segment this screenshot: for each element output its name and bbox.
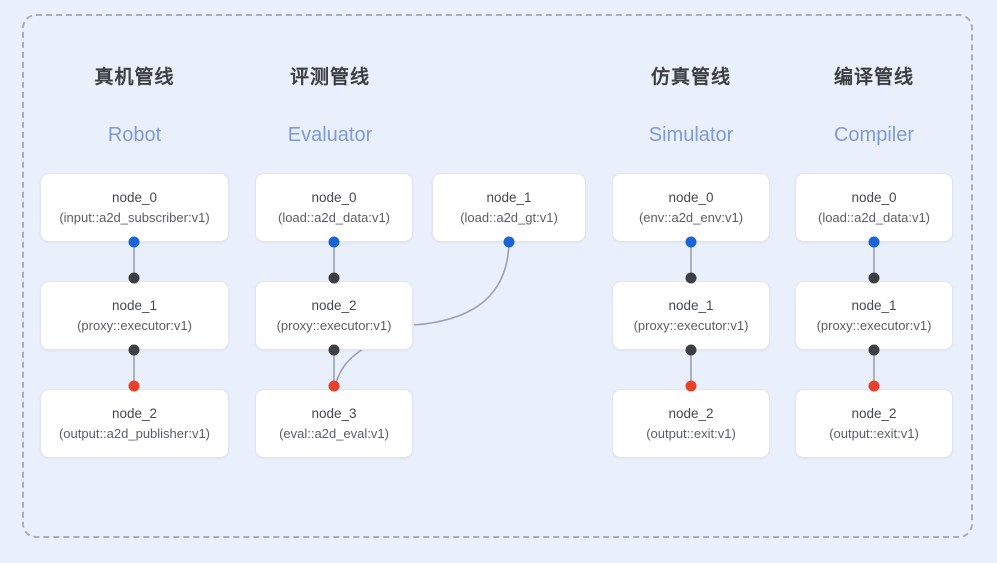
- port-input-comp-node-2[interactable]: [868, 380, 880, 392]
- node-name: node_1: [111, 297, 158, 313]
- node-type: (env::a2d_env:v1): [638, 209, 744, 225]
- node-type: (output::a2d_publisher:v1): [58, 425, 211, 441]
- port-input-comp-node-1[interactable]: [868, 272, 880, 284]
- node-type: (output::exit:v1): [646, 425, 736, 441]
- node-name: node_2: [111, 405, 158, 421]
- port-output-sim-node-0[interactable]: [685, 236, 697, 248]
- node-card-comp-node-0[interactable]: node_0 (load::a2d_data:v1): [795, 173, 953, 242]
- port-output-eval-node-1[interactable]: [503, 236, 515, 248]
- port-input-robot-node-1[interactable]: [128, 272, 140, 284]
- node-name: node_0: [851, 189, 897, 205]
- node-card-sim-node-0[interactable]: node_0 (env::a2d_env:v1): [612, 173, 770, 242]
- node-name: node_0: [668, 189, 714, 205]
- node-card-eval-node-0[interactable]: node_0 (load::a2d_data:v1): [255, 173, 413, 242]
- node-type: (proxy::executor:v1): [633, 317, 749, 333]
- pipeline-title-cn-robot: 真机管线: [94, 67, 175, 88]
- node-type: (output::exit:v1): [829, 425, 919, 441]
- node-card-robot-node-2[interactable]: node_2 (output::a2d_publisher:v1): [40, 389, 229, 458]
- node-type: (proxy::executor:v1): [276, 317, 392, 333]
- port-output-eval-node-0[interactable]: [328, 236, 340, 248]
- port-output-comp-node-1[interactable]: [868, 344, 880, 356]
- node-type: (proxy::executor:v1): [816, 317, 932, 333]
- diagram-frame: [22, 14, 973, 538]
- node-card-comp-node-2[interactable]: node_2 (output::exit:v1): [795, 389, 953, 458]
- pipeline-title-en-robot: Robot: [107, 124, 162, 146]
- port-input-eval-node-2[interactable]: [328, 272, 340, 284]
- node-name: node_0: [111, 189, 158, 205]
- node-name: node_3: [311, 405, 357, 421]
- node-type: (proxy::executor:v1): [77, 317, 192, 333]
- node-card-sim-node-2[interactable]: node_2 (output::exit:v1): [612, 389, 770, 458]
- port-output-sim-node-1[interactable]: [685, 344, 697, 356]
- port-output-comp-node-0[interactable]: [868, 236, 880, 248]
- node-card-eval-node-2[interactable]: node_2 (proxy::executor:v1): [255, 281, 413, 350]
- node-name: node_1: [486, 189, 532, 205]
- node-type: (eval::a2d_eval:v1): [279, 425, 389, 441]
- port-input-eval-node-3[interactable]: [328, 380, 340, 392]
- pipeline-title-cn-evaluator: 评测管线: [289, 67, 370, 88]
- pipeline-title-en-simulator: Simulator: [648, 124, 734, 146]
- port-input-sim-node-1[interactable]: [685, 272, 697, 284]
- pipeline-title-cn-compiler: 编译管线: [833, 67, 914, 88]
- node-card-robot-node-1[interactable]: node_1 (proxy::executor:v1): [40, 281, 229, 350]
- node-type: (load::a2d_gt:v1): [460, 209, 558, 225]
- node-type: (load::a2d_data:v1): [817, 209, 931, 225]
- port-input-robot-node-2[interactable]: [128, 380, 140, 392]
- node-type: (load::a2d_data:v1): [277, 209, 391, 225]
- port-output-robot-node-1[interactable]: [128, 344, 140, 356]
- port-input-sim-node-2[interactable]: [685, 380, 697, 392]
- port-output-robot-node-0[interactable]: [128, 236, 140, 248]
- pipeline-title-cn-simulator: 仿真管线: [650, 67, 731, 88]
- node-card-eval-node-3[interactable]: node_3 (eval::a2d_eval:v1): [255, 389, 413, 458]
- node-name: node_2: [668, 405, 714, 421]
- pipeline-title-en-compiler: Compiler: [833, 124, 915, 146]
- node-name: node_0: [311, 189, 357, 205]
- node-name: node_1: [668, 297, 714, 313]
- node-card-comp-node-1[interactable]: node_1 (proxy::executor:v1): [795, 281, 953, 350]
- pipeline-title-en-evaluator: Evaluator: [287, 124, 373, 146]
- node-card-eval-node-1[interactable]: node_1 (load::a2d_gt:v1): [432, 173, 586, 242]
- node-name: node_2: [851, 405, 897, 421]
- node-card-robot-node-0[interactable]: node_0 (input::a2d_subscriber:v1): [40, 173, 229, 242]
- node-type: (input::a2d_subscriber:v1): [59, 209, 210, 225]
- node-name: node_1: [851, 297, 897, 313]
- port-output-eval-node-2[interactable]: [328, 344, 340, 356]
- node-card-sim-node-1[interactable]: node_1 (proxy::executor:v1): [612, 281, 770, 350]
- node-name: node_2: [311, 297, 357, 313]
